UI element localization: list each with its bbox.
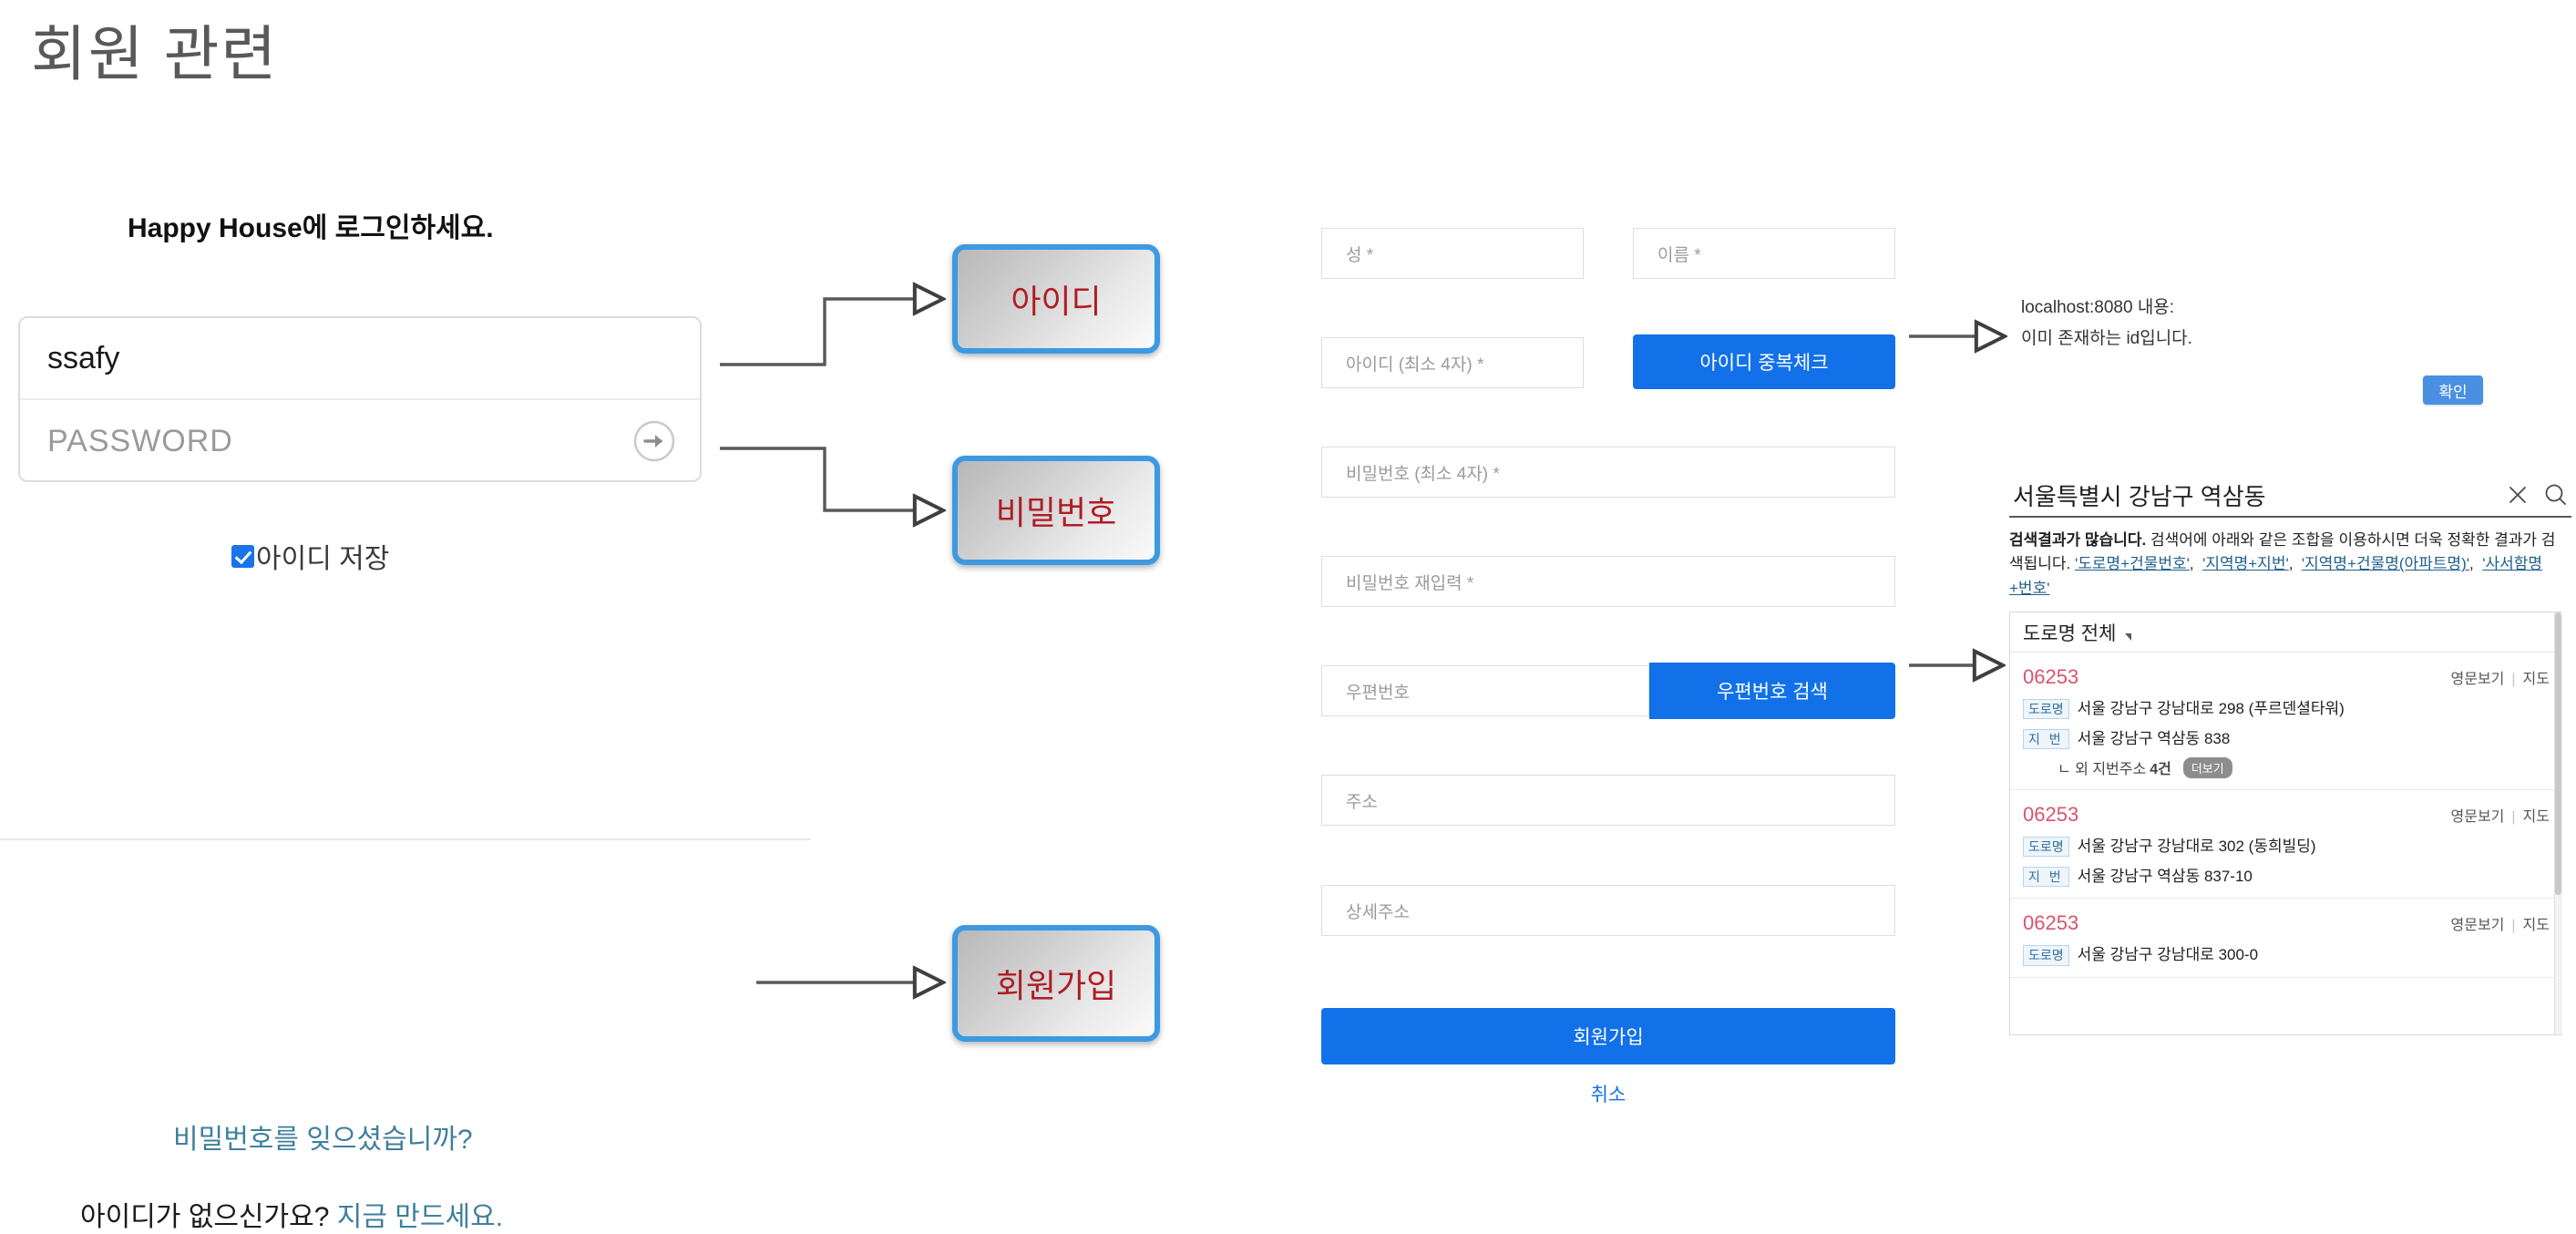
road-address-line: 도로명 서울 강남구 강남대로 298 (푸르덴셜타워) [2023, 695, 2550, 720]
address-result-item[interactable]: 06253 영문보기|지도 도로명 서울 강남구 강남대로 298 (푸르덴셜타… [2010, 653, 2562, 791]
results-scrollbar-thumb[interactable] [2555, 612, 2561, 896]
callout-password: 비밀번호 [952, 456, 1160, 565]
signup-prompt-text: 아이디가 없으신가요? [80, 1202, 337, 1232]
id-duplicate-check-button[interactable]: 아이디 중복체크 [1633, 334, 1895, 389]
lastname-input[interactable]: 성 * [1321, 228, 1584, 279]
map-link[interactable]: 지도 [2522, 809, 2550, 826]
divider [0, 838, 811, 840]
firstname-input[interactable]: 이름 * [1633, 228, 1895, 279]
alert-origin-text: localhost:8080 내용: [2021, 298, 2175, 317]
page-title: 회원 관련 [31, 20, 279, 87]
result-zipcode: 06253 [2023, 665, 2079, 689]
remember-id-checkbox[interactable] [231, 544, 254, 568]
map-link[interactable]: 지도 [2522, 672, 2550, 688]
remember-id-row[interactable]: 아이디 저장 [231, 536, 389, 576]
hint-link-region-jibun[interactable]: '지역명+지번' [2202, 555, 2289, 573]
userid-input[interactable]: 아이디 (최소 4자) * [1321, 337, 1584, 388]
chevron-down-icon [2125, 632, 2132, 641]
login-heading: Happy House에 로그인하세요. [128, 213, 494, 243]
english-view-link[interactable]: 영문보기 [2450, 918, 2505, 934]
road-tag: 도로명 [2023, 837, 2069, 858]
signup-prompt: 아이디가 없으신가요? 지금 만드세요. [80, 1194, 503, 1234]
address-search-hint: 검색결과가 많습니다. 검색어에 아래와 같은 조합을 이용하시면 더욱 정확한… [2009, 531, 2556, 597]
password-input[interactable]: 비밀번호 (최소 4자) * [1321, 447, 1895, 498]
jibun-address-line: 지 번 서울 강남구 역삼동 837-10 [2023, 863, 2550, 888]
result-actions: 영문보기|지도 [2450, 918, 2550, 934]
address-search-input[interactable]: 서울특별시 강남구 역삼동 [2013, 482, 2266, 510]
more-jibun-count: 4건 [2150, 762, 2171, 778]
result-actions: 영문보기|지도 [2450, 809, 2550, 826]
signup-submit-button[interactable]: 회원가입 [1321, 1008, 1895, 1064]
arrow-login-to-password [720, 447, 943, 510]
english-view-link[interactable]: 영문보기 [2450, 809, 2505, 826]
address-result-item[interactable]: 06253 영문보기|지도 도로명 서울 강남구 강남대로 300-0 [2010, 899, 2562, 978]
login-password-row[interactable]: PASSWORD [20, 400, 700, 482]
more-jibun-row[interactable]: ㄴ 외 지번주소 4건 더보기 [2058, 756, 2550, 778]
road-address-text: 서울 강남구 강남대로 302 (동희빌딩) [2077, 838, 2316, 856]
login-input-group: ssafy PASSWORD [18, 316, 702, 482]
jibun-address-text: 서울 강남구 역삼동 838 [2077, 730, 2231, 748]
close-icon[interactable] [2502, 479, 2533, 510]
results-filter-dropdown[interactable]: 도로명 전체 [2010, 612, 2562, 653]
alert-message-text: 이미 존재하는 id입니다. [2021, 329, 2192, 348]
login-id-input[interactable]: ssafy [47, 340, 120, 375]
road-address-line: 도로명 서울 강남구 강남대로 300-0 [2023, 941, 2550, 966]
result-top-row: 06253 영문보기|지도 [2023, 803, 2550, 827]
results-scrollbar[interactable] [2554, 612, 2562, 1035]
road-address-line: 도로명 서울 강남구 강남대로 302 (동희빌딩) [2023, 833, 2550, 858]
address-detail-input[interactable]: 상세주소 [1321, 885, 1895, 936]
english-view-link[interactable]: 영문보기 [2450, 672, 2505, 688]
zipcode-search-button[interactable]: 우편번호 검색 [1649, 663, 1895, 719]
jibun-address-text: 서울 강남구 역삼동 837-10 [2077, 868, 2253, 886]
jibun-tag: 지 번 [2023, 729, 2069, 750]
address-results-list: 도로명 전체 06253 영문보기|지도 도로명 서울 강남구 강남대로 298… [2009, 612, 2562, 1036]
results-filter-label: 도로명 전체 [2023, 622, 2117, 644]
search-icon[interactable] [2540, 479, 2571, 510]
more-button[interactable]: 더보기 [2182, 756, 2232, 778]
callout-signup: 회원가입 [952, 925, 1160, 1042]
arrow-right-circle-icon[interactable] [632, 419, 676, 463]
road-address-text: 서울 강남구 강남대로 298 (푸르덴셜타워) [2077, 700, 2345, 718]
address-search-panel: 서울특별시 강남구 역삼동 검색결과가 많습니다. 검색어에 아래와 같은 조합… [2009, 474, 2571, 1130]
hint-body: 검색어에 아래와 같은 조합을 이용하시면 더욱 정확한 결과가 검색됩니다. [2009, 531, 2556, 573]
remember-id-label: 아이디 저장 [256, 544, 390, 574]
callout-id: 아이디 [952, 244, 1160, 354]
hint-link-road-building[interactable]: '도로명+건물번호' [2075, 555, 2190, 573]
hint-strong: 검색결과가 많습니다. [2009, 531, 2147, 549]
login-password-input[interactable]: PASSWORD [47, 423, 233, 458]
address-input[interactable]: 주소 [1321, 775, 1895, 826]
result-zipcode: 06253 [2023, 911, 2079, 935]
forgot-password-link[interactable]: 비밀번호를 잊으셨습니까? [173, 1125, 473, 1155]
result-top-row: 06253 영문보기|지도 [2023, 911, 2550, 935]
result-top-row: 06253 영문보기|지도 [2023, 665, 2550, 689]
result-actions: 영문보기|지도 [2450, 672, 2550, 688]
road-tag: 도로명 [2023, 945, 2069, 966]
jibun-tag: 지 번 [2023, 867, 2069, 888]
cancel-link[interactable]: 취소 [1590, 1085, 1627, 1105]
zipcode-input[interactable]: 우편번호 [1321, 665, 1649, 716]
road-tag: 도로명 [2023, 699, 2069, 720]
jibun-address-line: 지 번 서울 강남구 역삼동 838 [2023, 725, 2550, 750]
password-confirm-input[interactable]: 비밀번호 재입력 * [1321, 556, 1895, 607]
signup-link[interactable]: 지금 만드세요. [336, 1202, 504, 1232]
arrow-login-to-id [720, 299, 943, 366]
map-link[interactable]: 지도 [2522, 918, 2550, 934]
alert-confirm-button[interactable]: 확인 [2423, 375, 2483, 405]
address-result-item[interactable]: 06253 영문보기|지도 도로명 서울 강남구 강남대로 302 (동희빌딩)… [2010, 790, 2562, 900]
result-zipcode: 06253 [2023, 803, 2079, 827]
address-search-row: 서울특별시 강남구 역삼동 [2009, 474, 2571, 518]
road-address-text: 서울 강남구 강남대로 300-0 [2077, 946, 2259, 964]
hint-link-pobox[interactable]: '사서함명+번호' [2009, 555, 2543, 597]
hint-link-region-building[interactable]: '지역명+건물명(아파트명)' [2301, 555, 2470, 573]
more-jibun-prefix: ㄴ 외 지번주소 [2058, 762, 2147, 778]
login-id-row[interactable]: ssafy [20, 318, 700, 400]
